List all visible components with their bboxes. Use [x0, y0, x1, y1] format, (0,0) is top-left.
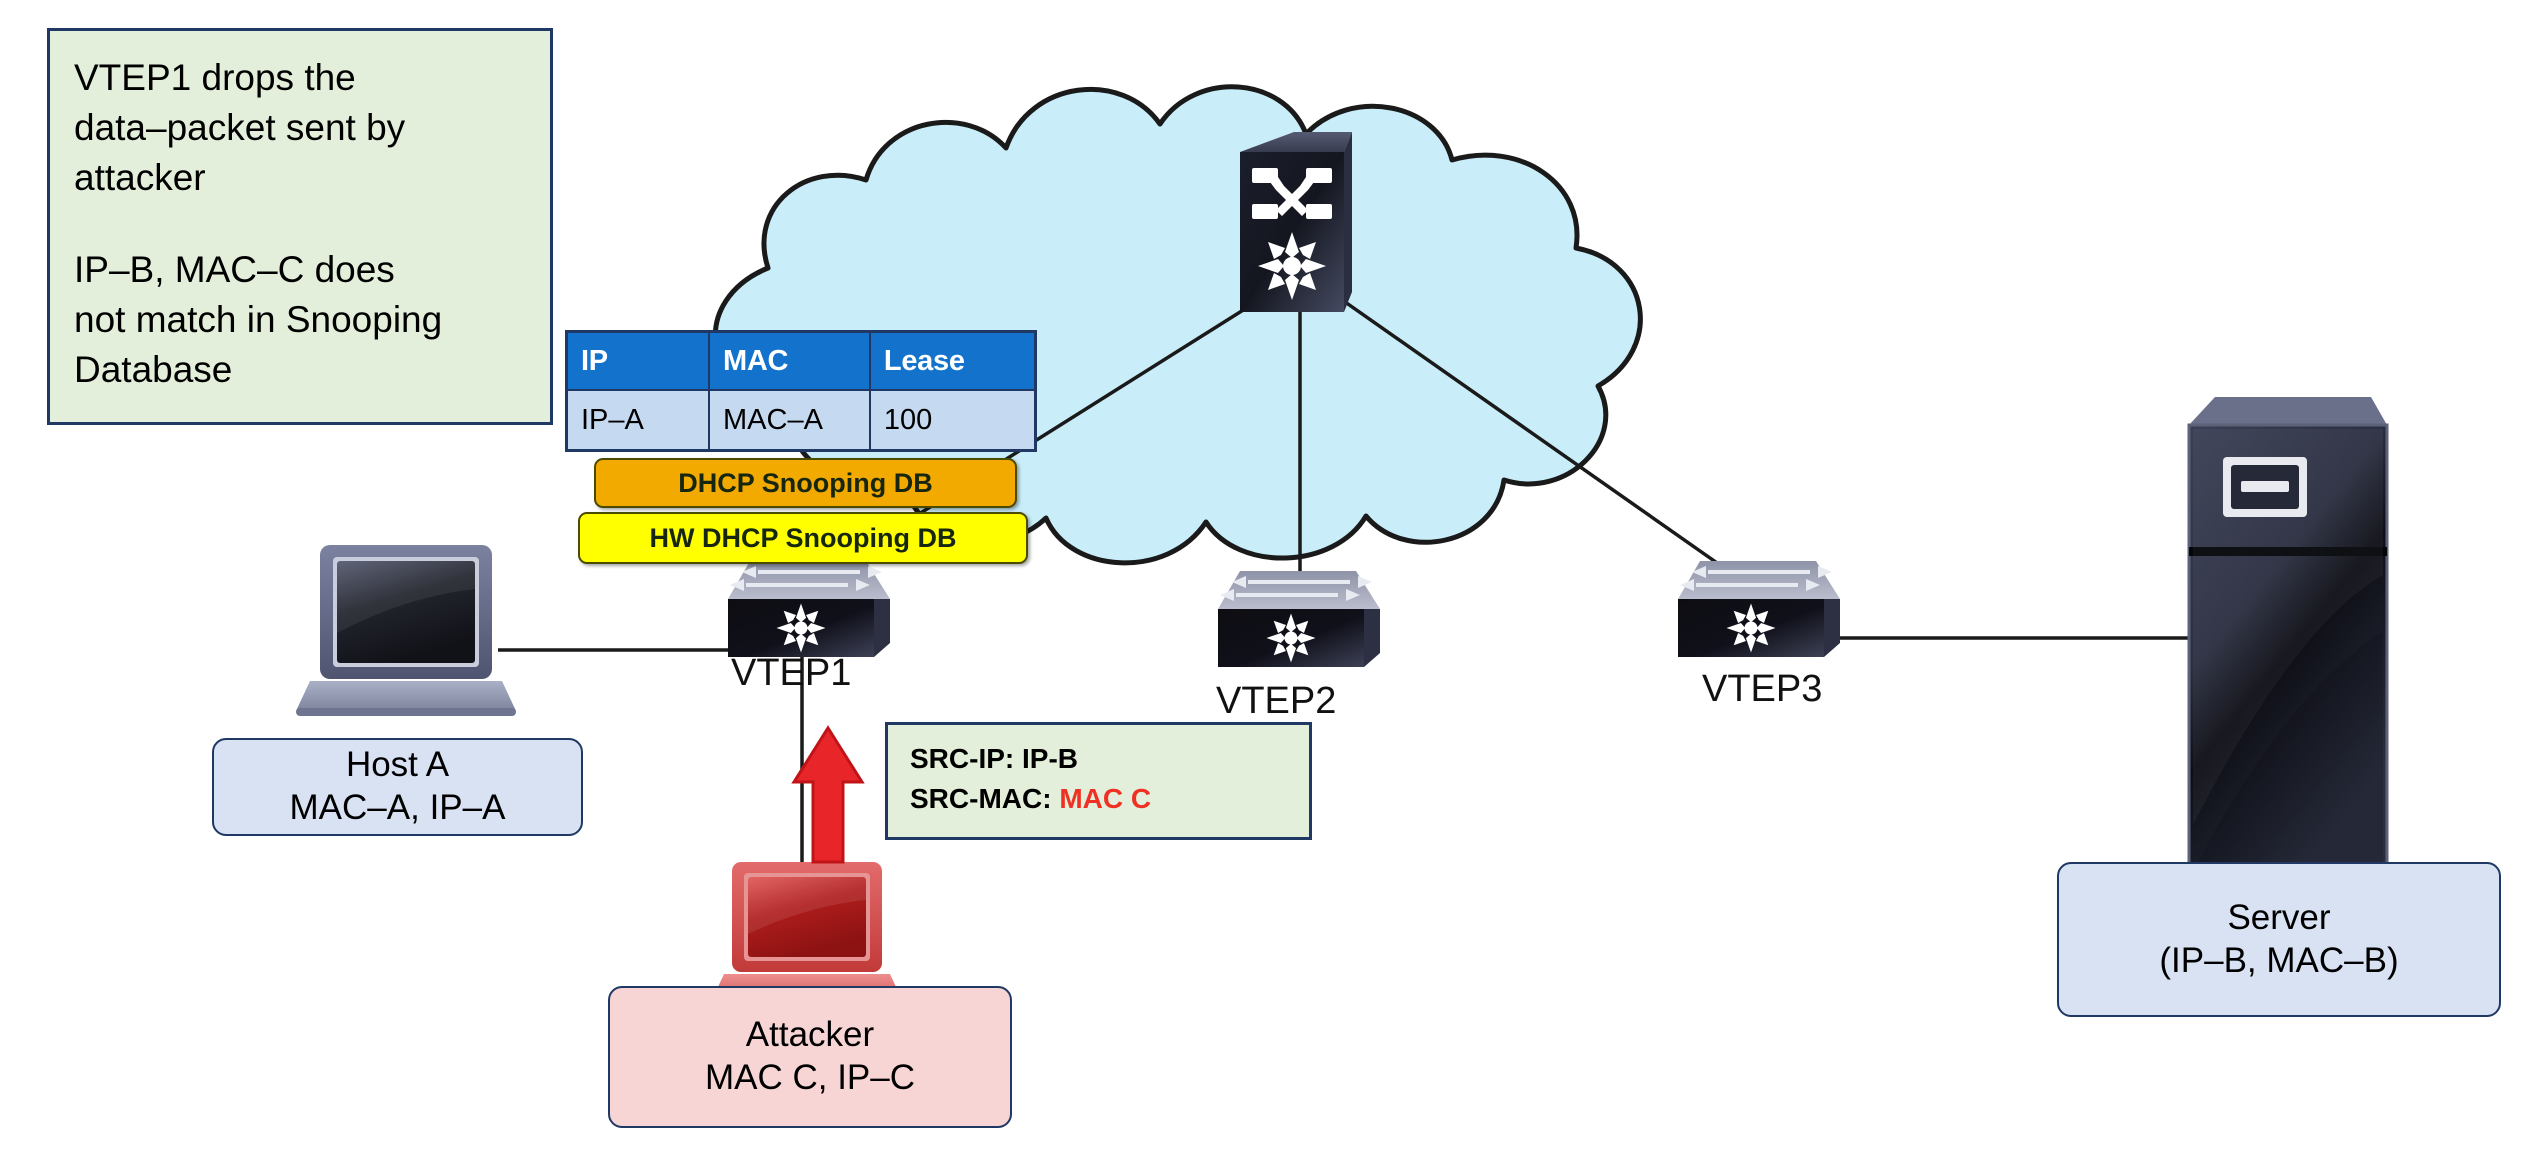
server-label-box: Server (IP–B, MAC–B)	[2057, 862, 2501, 1017]
server-tower-icon	[2187, 397, 2389, 877]
src-ip-line: SRC-IP: IP-B	[910, 743, 1078, 774]
note-line-4: IP–B, MAC–C does	[74, 249, 395, 290]
spine-switch-icon	[1240, 132, 1352, 312]
attacker-addresses: MAC C, IP–C	[704, 1058, 916, 1097]
host-a-label-box: Host A MAC–A, IP–A	[212, 738, 583, 836]
hardware-dhcp-snooping-db-banner: HW DHCP Snooping DB	[578, 512, 1028, 564]
column-header-mac: MAC	[708, 330, 871, 391]
cell-mac: MAC–A	[708, 389, 871, 452]
vtep3-label: VTEP3	[1702, 668, 1823, 710]
server-addresses: (IP–B, MAC–B)	[2159, 940, 2399, 980]
table-row: IP–A MAC–A 100	[565, 389, 1037, 452]
vtep1-switch-icon	[728, 561, 890, 657]
src-mac-value: MAC C	[1059, 783, 1152, 814]
src-mac-line: SRC-MAC: MAC C	[910, 779, 1287, 819]
dhcp-snooping-table: IP MAC Lease IP–A MAC–A 100	[565, 330, 1037, 452]
note-line-3: attacker	[74, 157, 206, 198]
note-line-1: VTEP1 drops the	[74, 57, 356, 98]
host-a-name: Host A	[345, 745, 450, 785]
server-name: Server	[2227, 897, 2331, 937]
note-line-5: not match in Snooping	[74, 299, 443, 340]
spoofed-packet-note: SRC-IP: IP-B SRC-MAC: MAC C	[885, 722, 1312, 840]
note-line-2: data–packet sent by	[74, 107, 406, 148]
vtep3-switch-icon	[1678, 561, 1840, 657]
attacker-name: Attacker	[745, 1015, 875, 1055]
column-header-ip: IP	[565, 330, 710, 391]
note-line-6: Database	[74, 349, 233, 390]
laptop-icon	[296, 545, 516, 716]
column-header-lease: Lease	[868, 330, 1037, 391]
src-mac-label: SRC-MAC:	[910, 783, 1060, 814]
drop-explanation-note: VTEP1 drops the data–packet sent by atta…	[47, 28, 553, 425]
software-dhcp-snooping-db-banner: DHCP Snooping DB	[594, 458, 1017, 508]
table-header-row: IP MAC Lease	[565, 330, 1037, 391]
host-a-addresses: MAC–A, IP–A	[289, 788, 506, 827]
vtep2-label: VTEP2	[1216, 680, 1337, 722]
vtep2-switch-icon	[1218, 571, 1380, 667]
attacker-label-box: Attacker MAC C, IP–C	[608, 986, 1012, 1128]
attacker-laptop-icon	[712, 862, 902, 1004]
cell-ip: IP–A	[565, 389, 710, 452]
cell-lease: 100	[868, 389, 1037, 452]
note-spacer	[74, 203, 526, 245]
up-arrow-icon	[791, 725, 865, 864]
vtep1-label: VTEP1	[731, 652, 852, 694]
